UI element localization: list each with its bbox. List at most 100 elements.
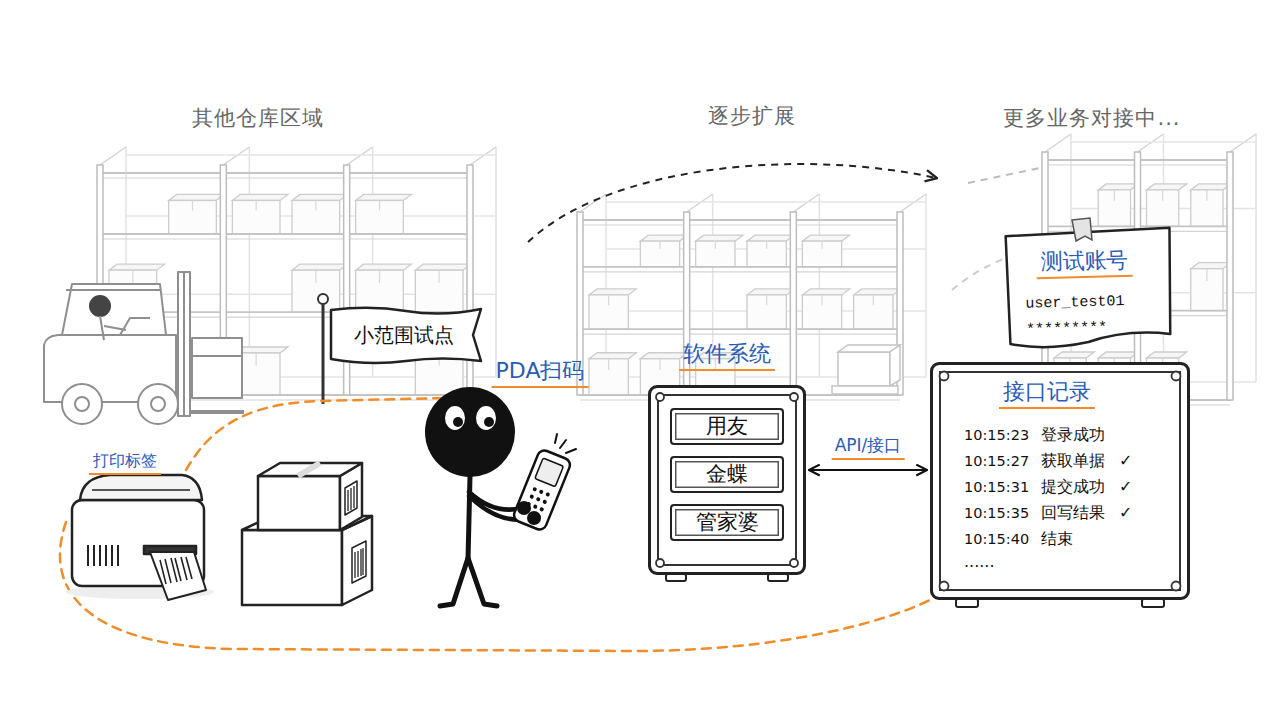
label-printer xyxy=(66,475,214,600)
edge-label: API/接口 xyxy=(832,436,905,460)
rack-box-tape xyxy=(1114,190,1115,201)
rack-box xyxy=(356,270,404,312)
rack-box-top xyxy=(1147,352,1187,358)
rack-box-top xyxy=(1054,352,1094,358)
rack-box xyxy=(1191,190,1223,227)
cargo-boxes xyxy=(242,463,372,605)
rack-box-top xyxy=(854,289,901,295)
rack-tie xyxy=(347,147,373,165)
expansion-arrow xyxy=(528,164,936,242)
rack-box-top xyxy=(169,194,225,200)
log-ellipsis: ...... xyxy=(964,553,995,571)
log-text: 提交成功 xyxy=(1041,478,1105,496)
rack-box xyxy=(1191,269,1223,311)
system-name: 管家婆 xyxy=(696,510,759,534)
rack-beam xyxy=(580,266,900,268)
rack-box-top xyxy=(356,194,412,200)
rack-box-top xyxy=(415,264,471,270)
rack-post xyxy=(605,194,607,377)
rack-box-top xyxy=(802,235,849,241)
rack-tie xyxy=(687,194,713,212)
rack-tie xyxy=(223,147,249,165)
log-time: 10:15:27 xyxy=(964,453,1029,470)
rack-box-tape xyxy=(659,359,660,370)
rack-tie xyxy=(580,194,606,212)
rack-box-tape xyxy=(256,200,257,210)
rack-box-top xyxy=(640,235,687,241)
flag-label: 小范围试点 xyxy=(354,324,454,347)
rack-box-tape xyxy=(1162,190,1163,201)
rack-beam xyxy=(126,154,496,156)
rack-post xyxy=(925,194,927,377)
rack-beam xyxy=(580,271,900,272)
rack-box-top xyxy=(640,353,687,359)
rack-box xyxy=(747,295,786,329)
rack-beam xyxy=(580,224,900,225)
rack-box-tape xyxy=(439,270,440,283)
rack-box xyxy=(802,295,841,329)
rack-box xyxy=(169,200,217,234)
rack-box-top xyxy=(747,235,794,241)
password-mask: ********* xyxy=(1026,320,1107,339)
rack-tie xyxy=(100,147,126,165)
rack-box xyxy=(356,200,404,234)
system-name: 用友 xyxy=(706,414,748,438)
rack-beam xyxy=(580,219,900,221)
operator-figure xyxy=(425,387,576,606)
rack-box-top xyxy=(747,289,794,295)
rack-beam xyxy=(580,334,900,335)
rack-box xyxy=(640,241,679,267)
rack-box-tape xyxy=(766,295,767,305)
area-label: 其他仓库区域 xyxy=(192,106,324,130)
system-box: 用友 xyxy=(670,408,784,445)
account-name: user_test01 xyxy=(1025,293,1124,313)
rack-box-tape xyxy=(821,241,822,249)
rack-box xyxy=(747,241,786,267)
rack-post xyxy=(249,147,251,377)
test-account-note: 测试账号user_test01********* xyxy=(1003,226,1174,348)
rack-box xyxy=(589,295,628,329)
rack-box-tape xyxy=(379,270,380,283)
rack-box-tape xyxy=(715,241,716,249)
system-box: 管家婆 xyxy=(670,504,784,541)
rack xyxy=(577,194,926,400)
rack-beam xyxy=(1071,141,1256,143)
rack-beam xyxy=(606,201,926,203)
rack-box-top xyxy=(1191,263,1231,269)
check-mark: ✓ xyxy=(1119,504,1132,522)
rack-box xyxy=(292,200,340,234)
rack-box xyxy=(232,200,280,234)
area-label: 更多业务对接中... xyxy=(1003,106,1180,130)
rack-box-tape xyxy=(659,241,660,249)
rack-box xyxy=(415,270,463,312)
rack-box-tape xyxy=(132,270,133,283)
software-system-box: 软件系统用友金蝶管家婆 xyxy=(648,385,806,575)
log-time: 10:15:40 xyxy=(964,531,1029,548)
rack-tie xyxy=(1138,134,1164,152)
log-text: 回写结果 xyxy=(1041,504,1105,522)
rack-beam xyxy=(100,233,470,235)
rack-box-top xyxy=(292,194,348,200)
flag-pole xyxy=(318,294,328,404)
rack-box-tape xyxy=(821,295,822,305)
rack-post xyxy=(819,194,821,377)
rack-box-top xyxy=(356,264,412,270)
rack-box-tape xyxy=(1206,190,1207,201)
rack-box-top xyxy=(1147,184,1187,190)
pda-device xyxy=(512,448,572,531)
rack-box-tape xyxy=(379,200,380,210)
rack-beam xyxy=(100,238,470,239)
rack-box-tape xyxy=(873,295,874,305)
rack-tie xyxy=(900,194,926,212)
rack-box-tape xyxy=(608,359,609,370)
system-box: 金蝶 xyxy=(670,456,784,493)
component-label: 打印标签 xyxy=(89,452,161,475)
rack-box-tape xyxy=(608,295,609,305)
log-time: 10:15:23 xyxy=(964,427,1029,444)
rack-beam xyxy=(100,177,470,178)
log-time: 10:15:31 xyxy=(964,479,1029,496)
area-label: 逐步扩展 xyxy=(708,104,796,128)
rack-box-top xyxy=(696,235,743,241)
